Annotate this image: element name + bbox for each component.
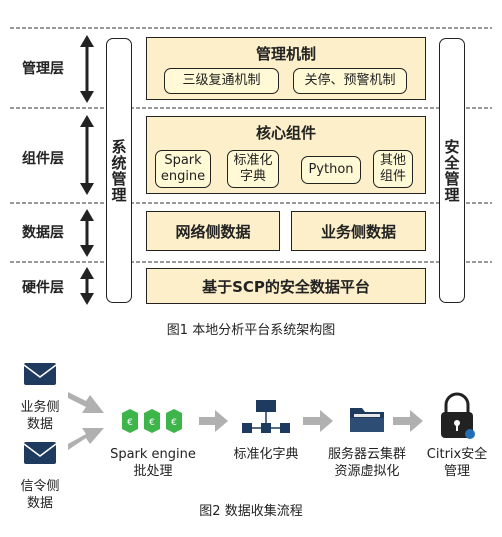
core-components-title: 核心组件 [255, 124, 316, 142]
business-data-source-label: 业务侧 数据 [20, 400, 60, 432]
spark-cubes-icon: € € € [122, 409, 182, 433]
flow-arrow-icon [303, 410, 333, 432]
management-mechanism-title: 管理机制 [255, 45, 316, 63]
citrix-security-label: Citrix安全 管理 [426, 447, 488, 479]
envelope-icon [23, 442, 57, 464]
core-components-box: 核心组件 Spark engine 标准化 字典 Python 其他 组件 [146, 116, 426, 194]
layer-label-management: 管理层 [22, 61, 64, 77]
double-arrow-icon [80, 35, 94, 103]
management-mechanism-box: 管理机制 三级复通机制 关停、预警机制 [146, 37, 426, 100]
figure1-caption: 图1 本地分析平台系统架构图 [166, 323, 336, 338]
padlock-icon [441, 392, 475, 439]
signaling-data-source-label: 信令侧 数据 [20, 479, 60, 511]
spark-engine-item: Spark engine [155, 150, 211, 188]
double-arrow-icon [80, 209, 94, 257]
three-level-recovery-item: 三级复通机制 [164, 68, 279, 94]
system-management-label: 系统管理 [109, 138, 128, 203]
system-management-bar: 系统管理 [106, 38, 132, 303]
folder-icon [350, 408, 384, 432]
svg-text:€: € [171, 418, 177, 428]
double-arrow-icon [80, 267, 94, 305]
flow-arrow-icon [68, 428, 104, 450]
layer-label-hardware: 硬件层 [22, 280, 64, 296]
network-side-data-box: 网络侧数据 [146, 211, 280, 251]
svg-text:€: € [127, 418, 133, 428]
envelope-icon [23, 363, 57, 385]
flow-arrow-icon [68, 392, 104, 413]
other-components-item: 其他 组件 [373, 150, 413, 188]
double-arrow-icon [80, 115, 94, 195]
business-side-data-box: 业务侧数据 [291, 211, 426, 251]
scp-security-platform-box: 基于SCP的安全数据平台 [146, 268, 426, 304]
shutdown-alert-item: 关停、预警机制 [293, 68, 407, 94]
flow-arrow-icon [199, 410, 228, 432]
svg-text:€: € [149, 418, 155, 428]
diagram-lines [10, 27, 492, 305]
cloud-virtualization-label: 服务器云集群 资源虚拟化 [327, 447, 406, 479]
security-management-bar: 安全管理 [439, 38, 465, 303]
figure2-caption: 图2 数据收集流程 [199, 504, 303, 519]
python-item: Python [301, 156, 361, 184]
spark-batch-label: Spark engine 批处理 [110, 447, 196, 479]
standard-dictionary-label: 标准化字典 [233, 447, 299, 462]
standard-dictionary-item: 标准化 字典 [227, 150, 279, 188]
hierarchy-icon [242, 400, 290, 433]
layer-label-data: 数据层 [22, 225, 64, 241]
flow-arrow-icon [393, 410, 423, 432]
security-management-label: 安全管理 [442, 138, 461, 203]
layer-label-component: 组件层 [22, 151, 64, 167]
